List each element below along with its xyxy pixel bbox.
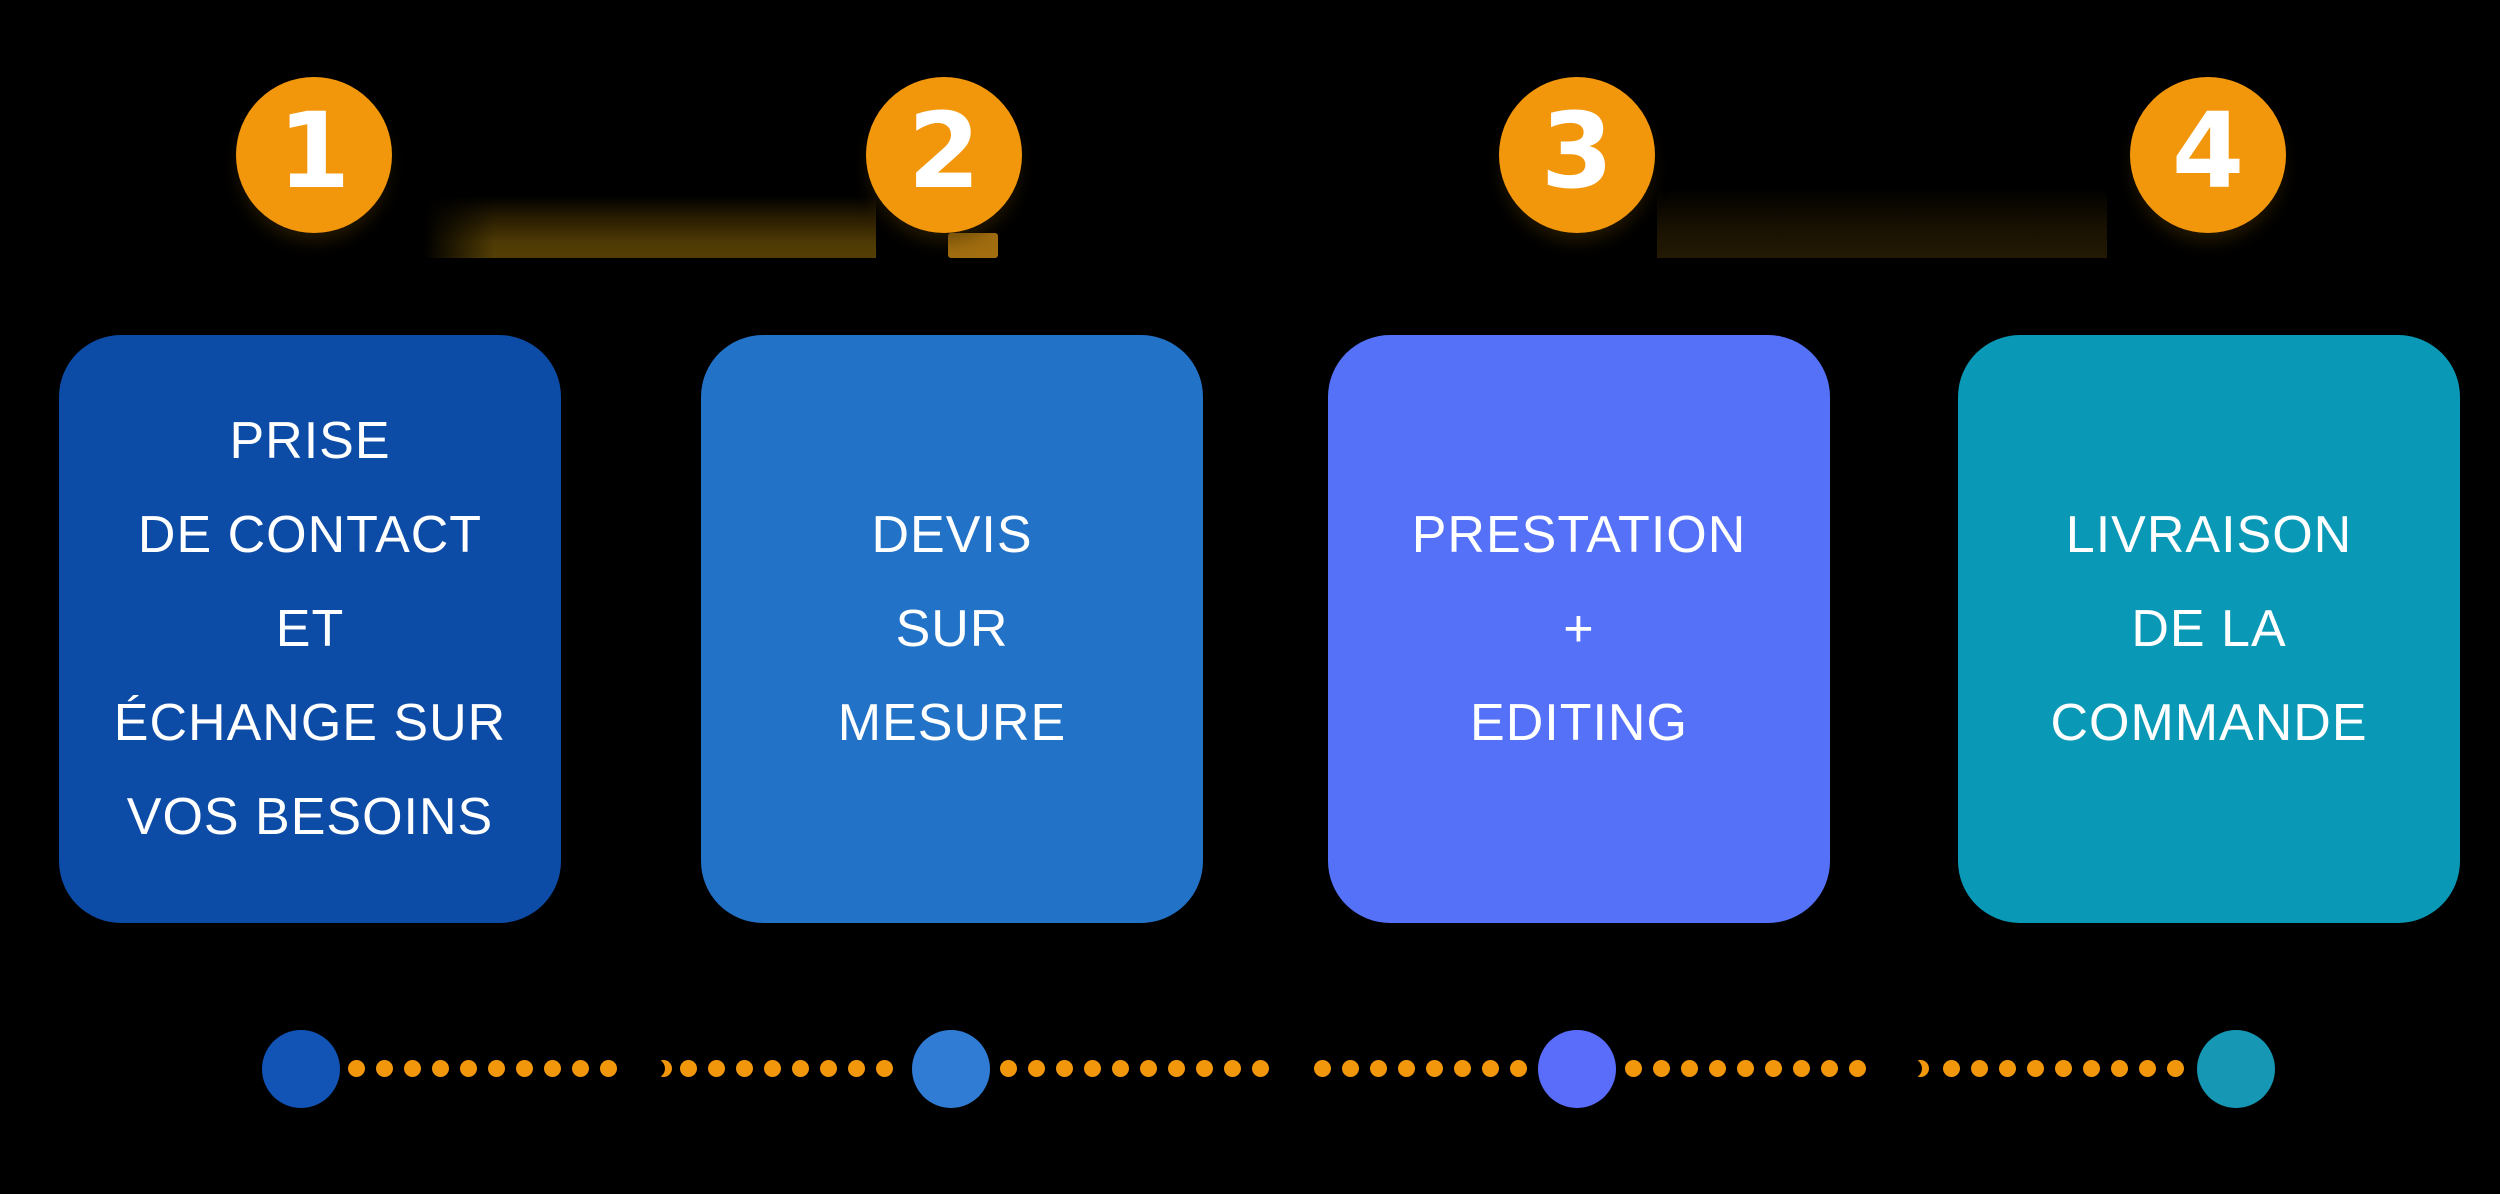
timeline-dot-2 — [912, 1030, 990, 1108]
timeline-small-dot — [792, 1060, 809, 1077]
timeline-small-dot — [1000, 1060, 1017, 1077]
timeline-small-dot — [600, 1060, 617, 1077]
timeline-small-dot — [376, 1060, 393, 1077]
timeline-small-dot — [1454, 1060, 1471, 1077]
timeline-small-dot — [736, 1060, 753, 1077]
timeline-small-dot — [1971, 1060, 1988, 1077]
step-box-label-line: EDITING — [1470, 694, 1688, 752]
timeline-small-dot — [1342, 1060, 1359, 1077]
timeline-small-dot — [1793, 1060, 1810, 1077]
timeline-small-dot — [848, 1060, 865, 1077]
step-box-3: PRESTATION + EDITING — [1328, 335, 1830, 923]
step-badge-3: 3 — [1499, 77, 1655, 233]
step-box-label-line: + — [1563, 600, 1595, 658]
timeline-small-dot — [2083, 1060, 2100, 1077]
step-box-label-line: MESURE — [837, 694, 1067, 752]
timeline-dot-4 — [2197, 1030, 2275, 1108]
timeline-small-dot — [1028, 1060, 1045, 1077]
timeline-small-dot — [1709, 1060, 1726, 1077]
timeline-small-dot — [544, 1060, 561, 1077]
step-badge-1: 1 — [236, 77, 392, 233]
glow-band-step1-step2 — [424, 196, 876, 258]
step-number-4: 4 — [2171, 90, 2245, 212]
step-box-label-line: ÉCHANGE SUR — [113, 694, 507, 752]
step-box-1-label: PRISE DE CONTACT ET ÉCHANGE SUR VOS BESO… — [114, 394, 506, 864]
timeline-small-dot — [1252, 1060, 1269, 1077]
timeline-small-dot — [2055, 1060, 2072, 1077]
timeline-small-dot — [1510, 1060, 1527, 1077]
timeline-small-dot — [2139, 1060, 2156, 1077]
timeline-small-dot — [1765, 1060, 1782, 1077]
timeline-small-dot — [1426, 1060, 1443, 1077]
step-box-label-line: LIVRAISON — [2065, 506, 2353, 564]
step-box-label-line: DE CONTACT — [137, 506, 483, 564]
timeline-dot-1 — [262, 1030, 340, 1108]
step-box-1: PRISE DE CONTACT ET ÉCHANGE SUR VOS BESO… — [59, 335, 561, 923]
step-box-2-label: DEVIS SUR MESURE — [838, 488, 1066, 770]
timeline-small-dot — [516, 1060, 533, 1077]
timeline-small-dot — [680, 1060, 697, 1077]
timeline-small-dot — [404, 1060, 421, 1077]
timeline-small-dot — [488, 1060, 505, 1077]
step-badge-4: 4 — [2130, 77, 2286, 233]
timeline-small-dot — [1056, 1060, 1073, 1077]
step-box-label-line: PRESTATION — [1411, 506, 1747, 564]
timeline-small-dot — [1140, 1060, 1157, 1077]
timeline-dot-3 — [1538, 1030, 1616, 1108]
step-box-label-line: VOS BESOINS — [126, 788, 494, 846]
timeline-small-dot — [1398, 1060, 1415, 1077]
timeline-small-dot — [1625, 1060, 1642, 1077]
glow-band-step3-step4 — [1657, 188, 2107, 258]
timeline-small-dot — [1943, 1060, 1960, 1077]
timeline-small-dot — [876, 1060, 893, 1077]
timeline-small-dot — [1084, 1060, 1101, 1077]
step-box-label-line: DEVIS — [871, 506, 1033, 564]
chevron-crescent-icon — [1903, 1059, 1929, 1078]
timeline-small-dot — [1653, 1060, 1670, 1077]
step-box-label-line: PRISE — [229, 412, 391, 470]
step-box-label-line: COMMANDE — [2050, 694, 2368, 752]
timeline-small-dot — [1737, 1060, 1754, 1077]
step-number-1: 1 — [277, 90, 351, 212]
timeline-small-dot — [1999, 1060, 2016, 1077]
step-box-4: LIVRAISON DE LA COMMANDE — [1958, 335, 2460, 923]
timeline-small-dot — [764, 1060, 781, 1077]
timeline-small-dot — [2111, 1060, 2128, 1077]
timeline-small-dot — [820, 1060, 837, 1077]
timeline-small-dot — [2167, 1060, 2184, 1077]
step-box-2: DEVIS SUR MESURE — [701, 335, 1203, 923]
timeline-small-dot — [1681, 1060, 1698, 1077]
timeline-small-dot — [1821, 1060, 1838, 1077]
timeline-small-dot — [1224, 1060, 1241, 1077]
step-box-label-line: DE LA — [2131, 600, 2287, 658]
step-box-label-line: SUR — [895, 600, 1009, 658]
timeline-small-dot — [1196, 1060, 1213, 1077]
timeline-small-dot — [348, 1060, 365, 1077]
timeline-small-dot — [1370, 1060, 1387, 1077]
step-number-2: 2 — [907, 90, 981, 212]
step-number-3: 3 — [1540, 90, 1614, 212]
timeline-small-dot — [460, 1060, 477, 1077]
timeline-small-dot — [1849, 1060, 1866, 1077]
step-box-label-line: ET — [275, 600, 345, 658]
glow-patch-under-badge2 — [948, 233, 998, 258]
timeline-small-dot — [708, 1060, 725, 1077]
step-box-4-label: LIVRAISON DE LA COMMANDE — [2050, 488, 2367, 770]
chevron-crescent-icon — [646, 1059, 672, 1078]
step-badge-2: 2 — [866, 77, 1022, 233]
timeline-small-dot — [1168, 1060, 1185, 1077]
step-box-3-label: PRESTATION + EDITING — [1412, 488, 1747, 770]
timeline-small-dot — [1482, 1060, 1499, 1077]
timeline-small-dot — [1314, 1060, 1331, 1077]
timeline-small-dot — [1112, 1060, 1129, 1077]
timeline-small-dot — [2027, 1060, 2044, 1077]
timeline-small-dot — [432, 1060, 449, 1077]
timeline-small-dot — [572, 1060, 589, 1077]
